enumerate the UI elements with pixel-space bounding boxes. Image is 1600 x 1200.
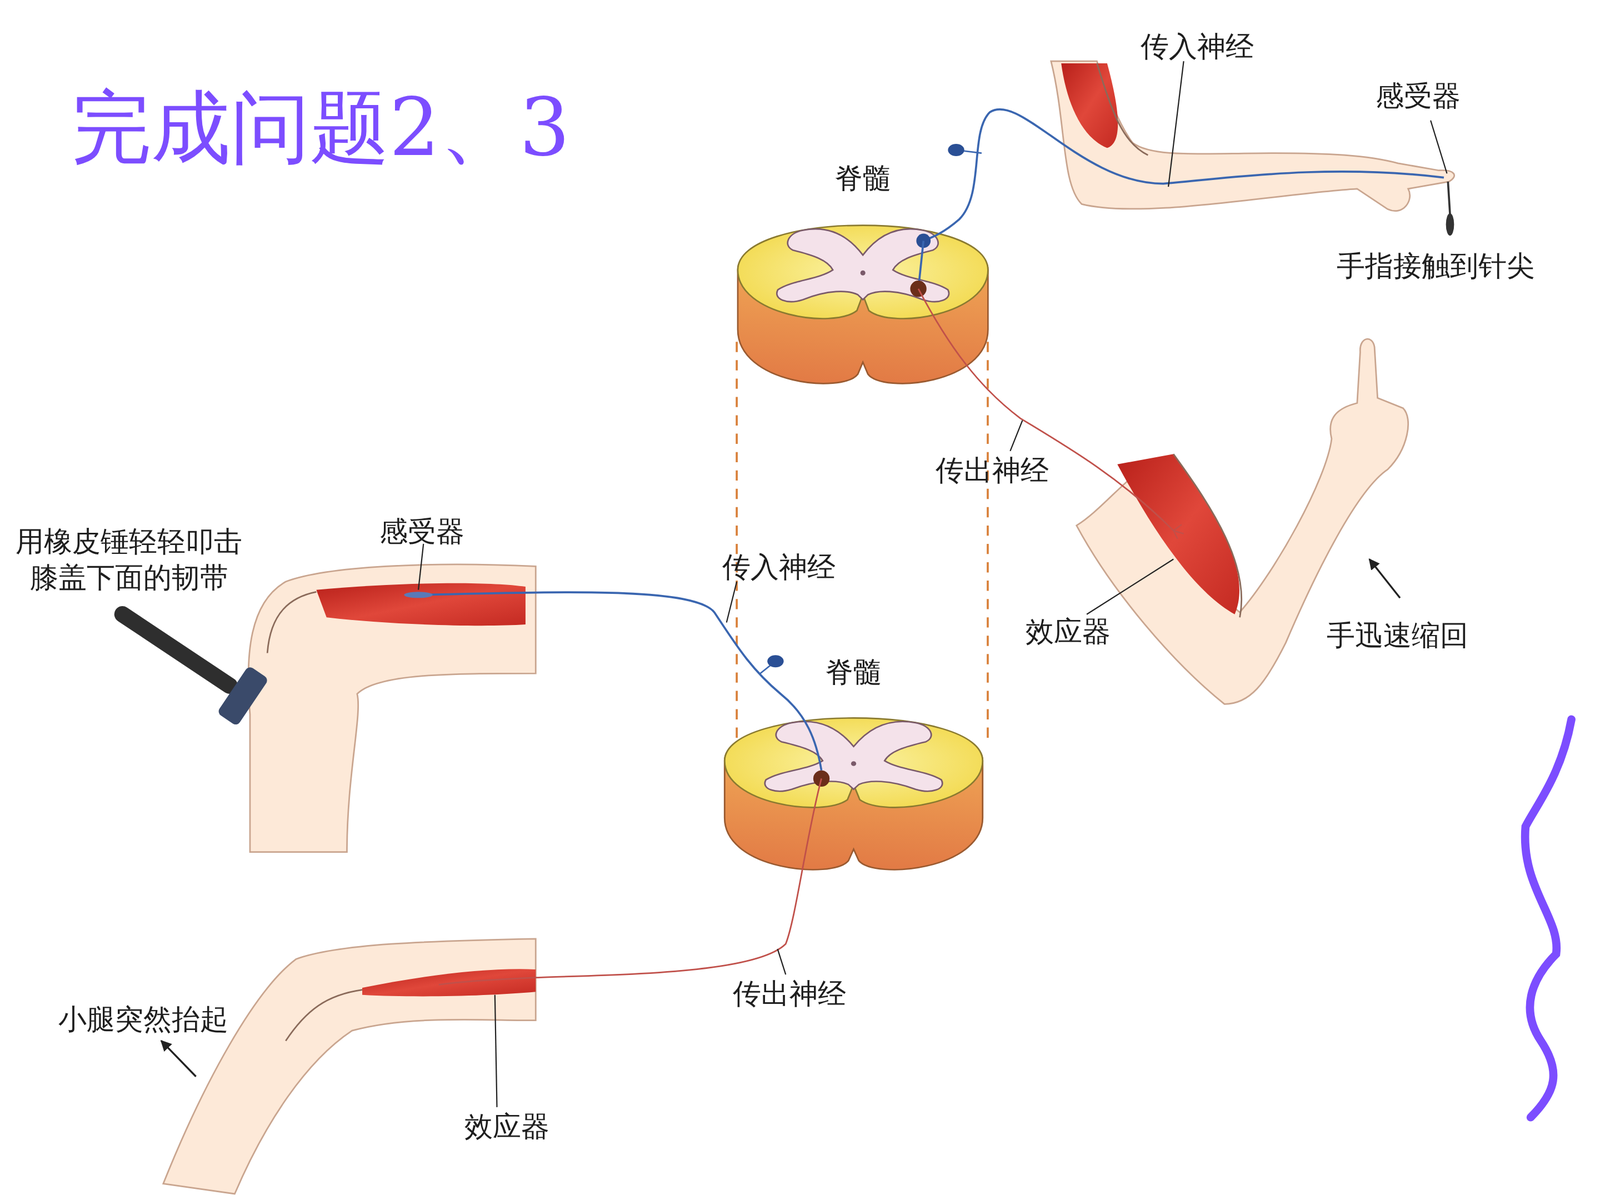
thigh-muscle — [316, 583, 526, 626]
spinal-cord-section: 脊髓 — [732, 161, 993, 394]
stimulus-note: 手指接触到针尖 — [1336, 247, 1535, 284]
ganglion-stalk — [956, 150, 982, 154]
motion-arrow — [1369, 559, 1400, 599]
leader-line — [418, 543, 424, 590]
ganglion — [767, 655, 784, 668]
cord-shape — [737, 225, 988, 384]
leader-line — [1430, 120, 1447, 174]
leg-raised — [163, 938, 536, 1194]
hammer-handle — [122, 614, 230, 687]
cord-outline — [732, 195, 993, 394]
sleeve-line — [1173, 453, 1242, 618]
dashed-guide — [735, 341, 738, 740]
needle-body — [1446, 213, 1455, 236]
motor-neuron — [813, 770, 830, 787]
nerve-label: 传出神经 — [732, 975, 847, 1012]
thigh-muscle — [362, 968, 536, 997]
nerve-label: 传出神经 — [935, 452, 1049, 488]
arm-top — [1051, 61, 1455, 211]
part-label: 效应器 — [1025, 613, 1111, 649]
nerve-ending — [1173, 524, 1184, 539]
ganglion-stalk — [760, 661, 776, 674]
cord-outline — [719, 689, 988, 880]
response-note: 手迅速缩回 — [1326, 617, 1469, 653]
cord-label: 脊髓 — [825, 655, 882, 690]
receptor — [403, 591, 433, 598]
response-note: 小腿突然抬起 — [58, 1001, 229, 1037]
dashed-guide — [986, 341, 989, 740]
motion-arrow — [161, 1040, 196, 1077]
leader-line — [495, 995, 498, 1108]
motor-neuron — [910, 280, 927, 297]
interneuron-axon — [918, 240, 924, 289]
biceps-muscle — [1061, 63, 1118, 148]
tendon-line — [285, 990, 363, 1042]
sleeve-line — [1096, 63, 1148, 155]
efferent-nerve — [438, 778, 822, 985]
stimulus-note: 用橡皮锤轻轻叩击 膝盖下面的韧带 — [3, 523, 254, 595]
nerve-label: 传入神经 — [722, 548, 836, 585]
afferent-nerve — [923, 109, 1444, 242]
leader-line — [1168, 61, 1184, 187]
ganglion — [947, 143, 964, 157]
leader-line — [1086, 559, 1174, 615]
arm-bent — [1076, 338, 1409, 704]
leader-line — [726, 581, 737, 623]
slide-title: 完成问题2、3 — [71, 83, 570, 172]
spinal-cord-section: 脊髓 — [719, 655, 988, 880]
biceps-muscle — [1117, 453, 1240, 614]
leg-knee — [248, 564, 536, 853]
efferent-nerve — [918, 288, 1174, 531]
needle — [1447, 181, 1450, 215]
part-label: 感受器 — [379, 513, 465, 549]
cord-label: 脊髓 — [834, 161, 892, 196]
purple-brace — [1525, 719, 1572, 1118]
part-label: 效应器 — [464, 1108, 550, 1144]
tendon-line — [267, 591, 317, 653]
part-label: 感受器 — [1375, 77, 1461, 114]
nerve-label: 传入神经 — [1140, 28, 1254, 64]
hammer-head — [216, 665, 269, 727]
interneuron — [916, 233, 931, 249]
cord-shape — [724, 717, 983, 870]
afferent-nerve — [418, 592, 822, 771]
leader-line — [777, 948, 787, 975]
leader-line — [1010, 420, 1023, 452]
